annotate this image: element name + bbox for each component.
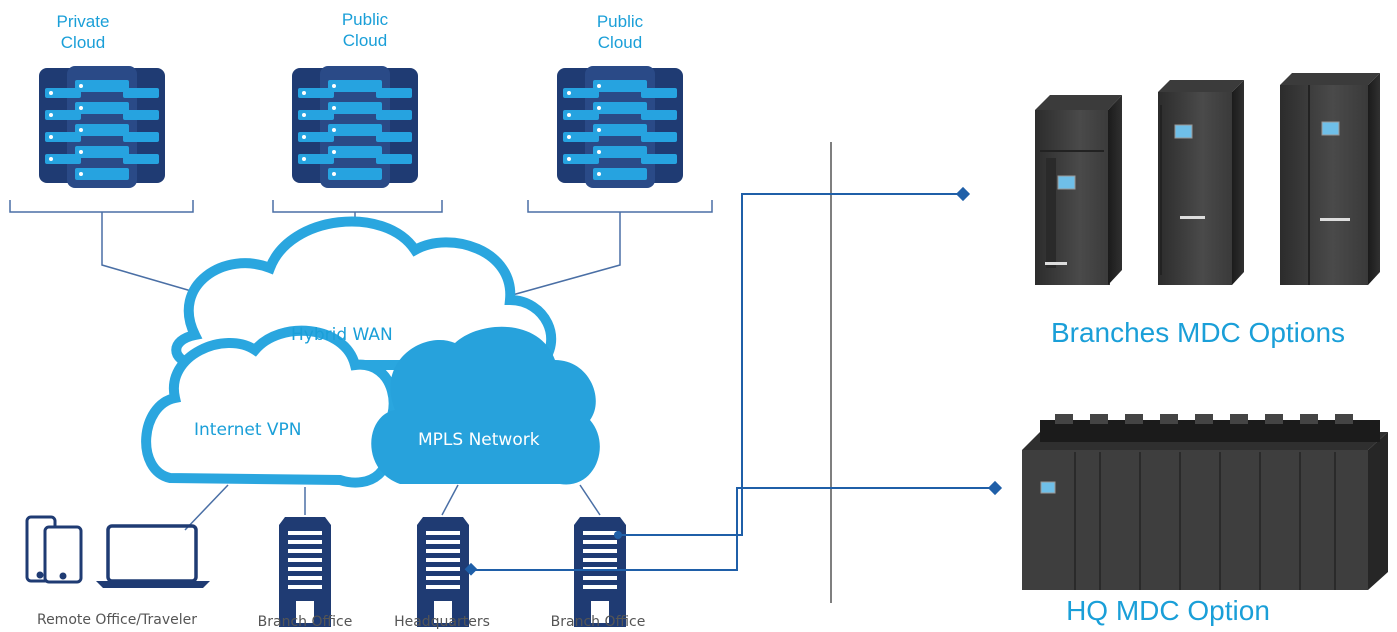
branch-office-label: Branch Office bbox=[257, 614, 353, 630]
tablet-phone-icon bbox=[25, 515, 83, 584]
headquarters-label: Headquarters bbox=[394, 614, 490, 630]
site-connector-lines bbox=[184, 484, 601, 531]
internet-vpn-label: Internet VPN bbox=[194, 420, 302, 440]
public-cloud-servers-icon bbox=[557, 66, 683, 188]
branch-to-mdc-connector bbox=[618, 193, 963, 536]
private-cloud-servers-icon bbox=[39, 66, 165, 188]
branch-mdc-cabinet-medium-icon bbox=[1158, 80, 1244, 285]
laptop-icon bbox=[96, 524, 210, 588]
public-cloud-label: Public Cloud bbox=[341, 10, 389, 51]
public-cloud-label: Public Cloud bbox=[596, 12, 644, 53]
branch-mdc-cabinet-large-icon bbox=[1280, 73, 1380, 285]
branch-mdc-cabinet-small-icon bbox=[1035, 95, 1122, 285]
hq-connector-start-diamond-icon bbox=[464, 562, 478, 576]
branch-office-server-icon bbox=[279, 517, 331, 627]
private-cloud-label: Private Cloud bbox=[56, 12, 110, 53]
branch-office-label: Branch Office bbox=[550, 614, 646, 630]
hq-to-mdc-connector bbox=[471, 487, 995, 571]
mpls-network-label: MPLS Network bbox=[418, 430, 540, 450]
hq-connector-diamond-icon bbox=[987, 480, 1003, 496]
branch-connector-dot-icon bbox=[614, 531, 622, 539]
branches-mdc-options-label: Branches MDC Options bbox=[1050, 317, 1346, 348]
headquarters-server-icon bbox=[417, 517, 469, 627]
mpls-network-cloud bbox=[371, 326, 600, 485]
hybrid-wan-label: Hybrid WAN bbox=[291, 325, 393, 345]
branch-connector-diamond-icon bbox=[955, 186, 971, 202]
server-brackets bbox=[9, 200, 713, 213]
hq-mdc-option-label: HQ MDC Option bbox=[1066, 595, 1270, 626]
public-cloud-servers-icon bbox=[292, 66, 418, 188]
hq-mdc-row-icon bbox=[1022, 414, 1388, 590]
remote-office-label: Remote Office/Traveler bbox=[36, 612, 198, 628]
